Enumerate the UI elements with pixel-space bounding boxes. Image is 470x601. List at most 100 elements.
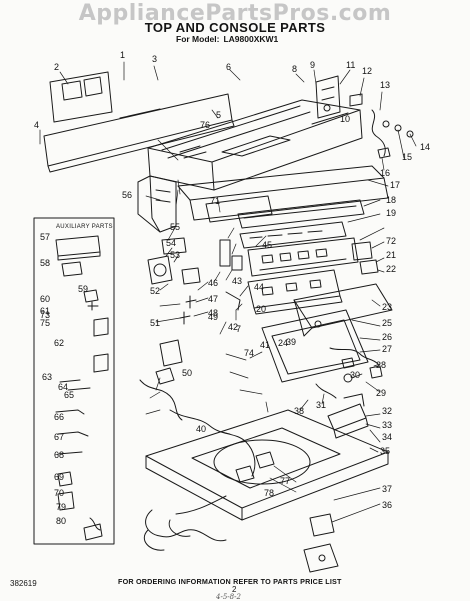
callout-46: 46 bbox=[208, 278, 218, 288]
model-label: For Model: bbox=[176, 34, 220, 44]
console-front bbox=[177, 165, 389, 249]
console-housing bbox=[147, 99, 363, 191]
callout-59: 59 bbox=[78, 284, 88, 294]
model-number: LA9800XKW1 bbox=[223, 34, 279, 44]
callout-50: 50 bbox=[182, 368, 192, 378]
watermark: AppliancePartsPros.com bbox=[78, 1, 392, 26]
callout-74: 74 bbox=[244, 348, 254, 358]
page-number: 2 bbox=[232, 585, 237, 594]
callout-61: 61 bbox=[40, 306, 50, 316]
ordering-note: FOR ORDERING INFORMATION REFER TO PARTS … bbox=[118, 577, 342, 586]
callout-8: 8 bbox=[292, 64, 297, 74]
console-screws bbox=[159, 291, 241, 367]
callout-73: 73 bbox=[40, 310, 50, 320]
callout-32: 32 bbox=[382, 406, 392, 416]
callout-9: 9 bbox=[310, 60, 315, 70]
callout-16: 16 bbox=[380, 168, 390, 178]
callout-52: 52 bbox=[150, 286, 160, 296]
callout-30: 30 bbox=[350, 370, 360, 380]
main-harness bbox=[139, 367, 227, 551]
callout-58: 58 bbox=[40, 258, 50, 268]
callout-43: 43 bbox=[232, 276, 242, 286]
callout-25: 25 bbox=[382, 318, 392, 328]
harness-center bbox=[169, 409, 275, 515]
rear-bracket bbox=[303, 513, 339, 573]
callout-15: 15 bbox=[402, 152, 412, 162]
callout-10: 10 bbox=[340, 114, 350, 124]
callout-47: 47 bbox=[208, 294, 218, 304]
rear-panel bbox=[43, 93, 235, 173]
callout-78: 78 bbox=[264, 488, 274, 498]
callout-42: 42 bbox=[228, 322, 238, 332]
callout-45: 45 bbox=[262, 240, 272, 250]
callout-54: 54 bbox=[166, 238, 176, 248]
callout-36: 36 bbox=[382, 500, 392, 510]
callout-17: 17 bbox=[390, 180, 400, 190]
callout-65: 65 bbox=[64, 390, 74, 400]
callout-37: 37 bbox=[382, 484, 392, 494]
callout-24: 24 bbox=[278, 338, 288, 348]
callout-55: 55 bbox=[170, 222, 180, 232]
callout-33: 33 bbox=[382, 420, 392, 430]
page-title: TOP AND CONSOLE PARTS bbox=[144, 20, 326, 35]
callout-28: 28 bbox=[376, 360, 386, 370]
callout-1: 1 bbox=[120, 50, 125, 60]
leader-lines bbox=[39, 61, 417, 523]
callout-71: 71 bbox=[210, 196, 220, 206]
callout-18: 18 bbox=[386, 195, 396, 205]
callout-40: 40 bbox=[196, 424, 206, 434]
callout-60: 60 bbox=[40, 294, 50, 304]
callout-77: 77 bbox=[280, 476, 290, 486]
callout-11: 11 bbox=[346, 60, 355, 70]
callout-53: 53 bbox=[170, 250, 180, 260]
callout-6: 6 bbox=[226, 62, 231, 72]
callout-56: 56 bbox=[122, 190, 132, 200]
callout-76: 76 bbox=[200, 120, 210, 130]
callout-57: 57 bbox=[40, 232, 50, 242]
water-valve bbox=[327, 393, 369, 439]
callout-63: 63 bbox=[42, 372, 52, 382]
callout-12: 12 bbox=[362, 66, 372, 76]
callout-41: 41 bbox=[260, 340, 270, 350]
callout-72: 72 bbox=[386, 236, 396, 246]
wiring-harness-right bbox=[315, 347, 383, 399]
callout-39: 39 bbox=[286, 337, 296, 347]
washer-lid bbox=[261, 283, 393, 383]
timer-assembly bbox=[147, 237, 243, 285]
hinge-bracket bbox=[315, 75, 363, 119]
callout-68: 68 bbox=[54, 450, 64, 460]
callout-70: 70 bbox=[54, 488, 64, 498]
callout-14: 14 bbox=[420, 142, 430, 152]
callout-7: 7 bbox=[236, 324, 241, 334]
callout-3: 3 bbox=[152, 54, 157, 64]
callout-34: 34 bbox=[382, 432, 392, 442]
callout-67: 67 bbox=[54, 432, 64, 442]
callout-4: 4 bbox=[34, 120, 39, 130]
callout-80: 80 bbox=[56, 516, 66, 526]
callout-5: 5 bbox=[216, 110, 221, 120]
lid-switch-harness bbox=[371, 109, 414, 159]
callout-31: 31 bbox=[316, 400, 326, 410]
callout-66: 66 bbox=[54, 412, 64, 422]
callout-22: 22 bbox=[386, 264, 396, 274]
callout-20: 20 bbox=[256, 304, 266, 314]
callout-64: 64 bbox=[58, 382, 68, 392]
callout-38: 38 bbox=[294, 406, 304, 416]
mounting-plate bbox=[49, 71, 113, 123]
callout-48: 48 bbox=[208, 308, 218, 318]
callout-44: 44 bbox=[254, 282, 264, 292]
callout-62: 62 bbox=[54, 338, 64, 348]
cabinet-top bbox=[145, 409, 389, 521]
callout-69: 69 bbox=[54, 472, 64, 482]
auxiliary-parts-box bbox=[33, 217, 115, 545]
callout-26: 26 bbox=[382, 332, 392, 342]
callout-79: 79 bbox=[56, 502, 66, 512]
document-number: 382619 bbox=[10, 579, 37, 588]
handwritten-note: 4-5-8-2 bbox=[216, 593, 241, 601]
callout-75: 75 bbox=[40, 318, 50, 328]
callout-51: 51 bbox=[150, 318, 160, 328]
callout-27: 27 bbox=[382, 344, 392, 354]
